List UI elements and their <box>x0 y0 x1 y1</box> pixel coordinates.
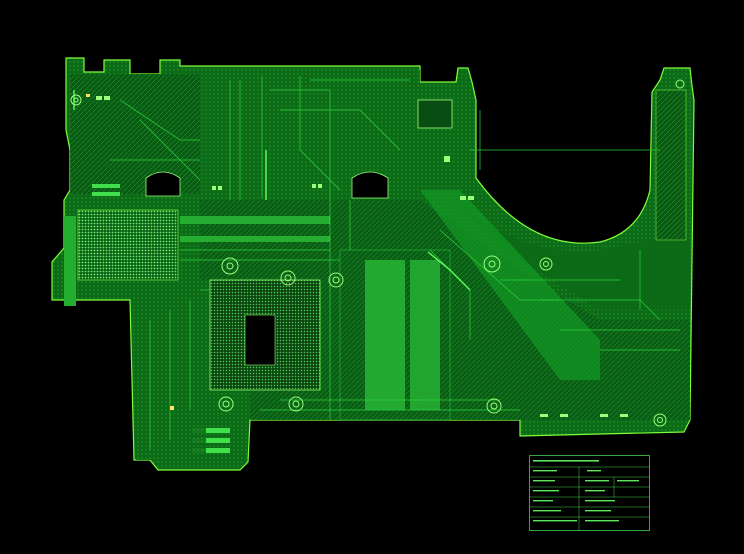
connector-strip-2 <box>180 236 330 242</box>
memory-bank-a <box>365 260 405 410</box>
connector-strip-bottom-3 <box>192 448 230 453</box>
right-edge-connector <box>655 89 687 241</box>
connector-strip-left-top <box>92 184 120 188</box>
title-block-frame <box>529 455 650 531</box>
board-cutout-left <box>145 171 181 197</box>
connector-strip-1 <box>180 216 330 224</box>
connector-strip-bottom-2 <box>192 438 230 443</box>
board-cutout-center <box>351 171 389 199</box>
memory-support-area <box>339 249 451 421</box>
cpu-socket-center <box>244 314 276 366</box>
pch-bga-chip <box>77 209 179 281</box>
title-block <box>529 455 650 531</box>
copper-diagonal-band <box>420 190 600 380</box>
copper-plane-right <box>440 190 690 310</box>
component-pads <box>86 94 628 417</box>
component-cluster-top-left <box>70 74 210 194</box>
component-cluster-bottom-left <box>136 300 206 460</box>
left-connector-strip <box>64 216 76 306</box>
signal-traces <box>110 76 680 450</box>
connector-strip-bottom-1 <box>192 428 230 433</box>
top-right-ic <box>417 99 453 129</box>
connector-strip-left-top-2 <box>92 192 120 196</box>
mounting-holes <box>70 79 685 427</box>
memory-bank-b <box>410 260 440 410</box>
